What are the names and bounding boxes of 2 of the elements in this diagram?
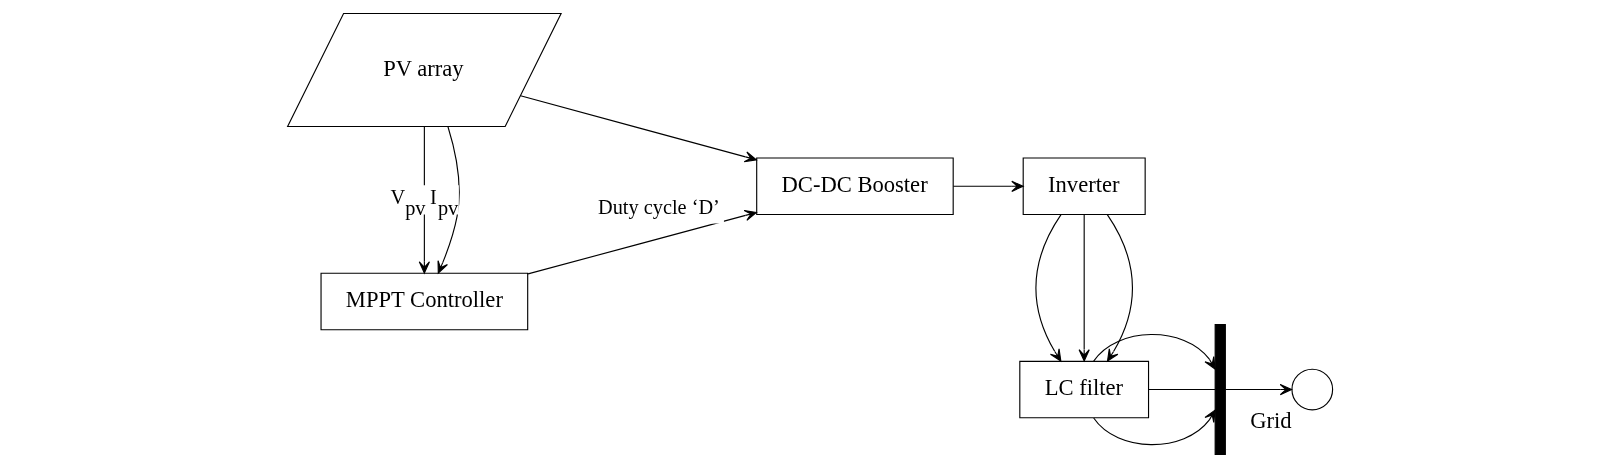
edge-label: Duty cycle ‘D’ xyxy=(597,195,720,218)
node-label: Grid xyxy=(1249,407,1292,433)
